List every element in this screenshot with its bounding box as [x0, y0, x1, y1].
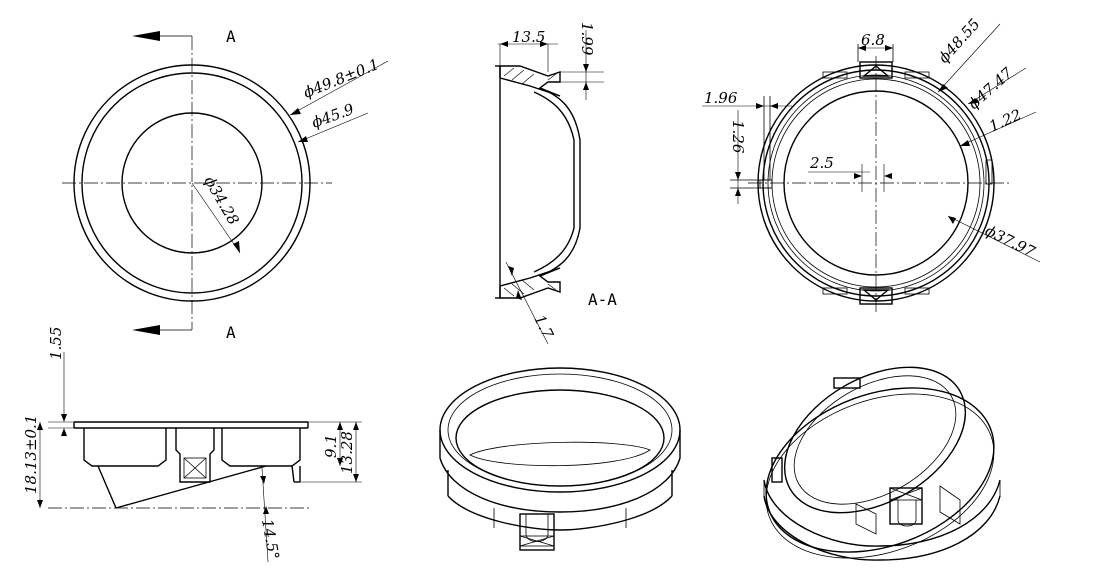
- dim-slot-height: 1.26: [729, 120, 747, 154]
- dim-outer-diameter: ϕ49.8±0.1: [301, 55, 382, 102]
- dim-d3: ϕ37.97: [982, 221, 1038, 261]
- dim-depth: 9.1: [322, 434, 340, 458]
- dim-flange-thickness: 1.55: [47, 327, 65, 360]
- dim-d2: ϕ47.47: [965, 64, 1017, 113]
- dim-tab-width: 6.8: [861, 31, 885, 49]
- dim-bore-diameter: ϕ34.28: [201, 173, 243, 228]
- section-view: 13.5 1.99 1.7 A-A: [495, 22, 617, 345]
- dim-body-height: 13.28: [338, 431, 356, 474]
- section-label-top: A: [226, 27, 236, 46]
- bottom-view: 6.8 ϕ48.55 ϕ47.47 1.22 ϕ37.97 1.96: [702, 15, 1041, 312]
- section-label-bottom: A: [226, 323, 236, 342]
- dim-gap: 1.22: [986, 106, 1024, 136]
- top-view: A A ϕ49.8±0.1 ϕ45.9 ϕ34.28: [62, 27, 389, 342]
- dim-wall-thickness: 1.7: [530, 312, 557, 342]
- dim-d1: ϕ48.55: [935, 15, 984, 67]
- dim-rim-width: 13.5: [512, 28, 545, 46]
- side-view: 1.55 18.13±0.1 9.1 13.28 14.5°: [22, 327, 362, 563]
- section-view-label: A-A: [588, 290, 617, 309]
- dim-total-height: 18.13±0.1: [22, 415, 40, 494]
- dim-rim-height: 1.99: [578, 22, 596, 56]
- dim-center-gap: 2.5: [809, 154, 834, 172]
- isometric-view-top: [439, 367, 681, 551]
- dim-angle: 14.5°: [258, 518, 283, 561]
- dim-left-gap: 1.96: [704, 89, 738, 107]
- isometric-view-tilted: [763, 366, 1001, 561]
- dim-inner-diameter: ϕ45.9: [309, 100, 357, 132]
